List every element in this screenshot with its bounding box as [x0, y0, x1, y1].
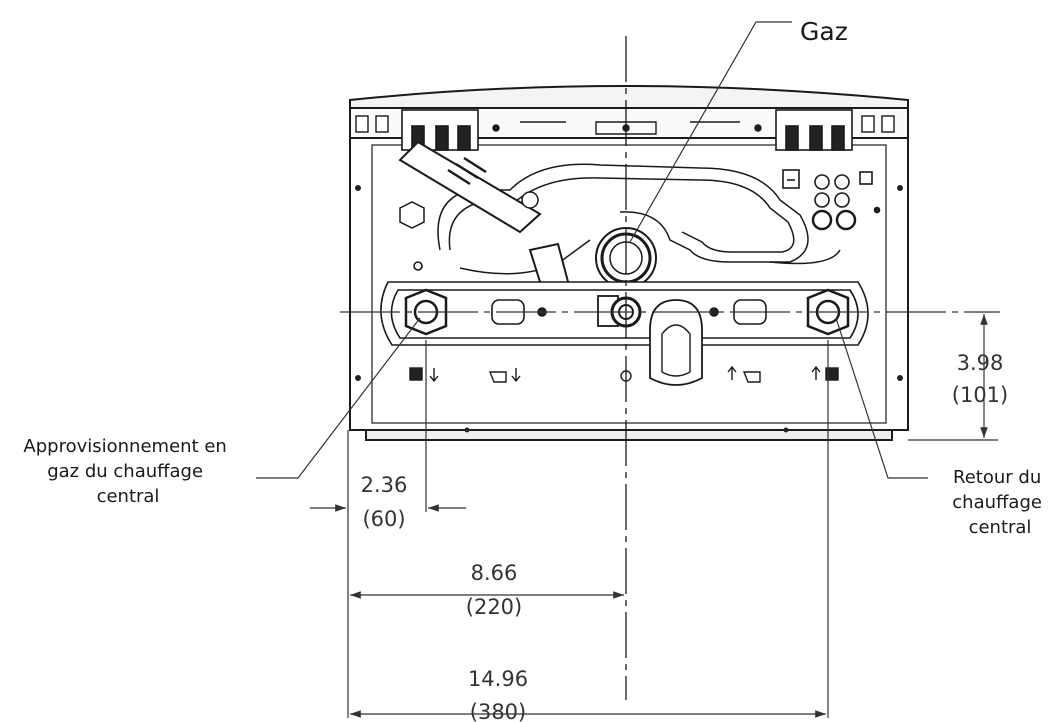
unit-lid: [349, 85, 909, 112]
leader-lines: [256, 21, 928, 479]
dim-total-text: 14.96 (380): [468, 667, 528, 722]
svg-text:(380): (380): [470, 700, 526, 722]
left-hinge: [401, 109, 479, 151]
return-label: Retour du chauffage central: [952, 467, 1047, 538]
supply-label: Approvisionnement en gaz du chauffage ce…: [23, 436, 232, 507]
port-symbols: [409, 365, 839, 383]
svg-text:(101): (101): [952, 383, 1008, 407]
unit-base: [365, 429, 893, 441]
svg-text:2.36: 2.36: [361, 473, 408, 497]
svg-text:(220): (220): [466, 595, 522, 619]
dim-center-text: 8.66 (220): [466, 561, 522, 619]
unit-inner-frame: [371, 144, 887, 424]
dim-left-text: 2.36 (60): [361, 473, 408, 531]
dim-height-text: 3.98 (101): [952, 351, 1008, 407]
center-fitting: [597, 295, 642, 328]
drain-loop: [649, 299, 703, 386]
dimension-lines: [310, 311, 1000, 718]
svg-text:14.96: 14.96: [468, 667, 528, 691]
svg-text:(60): (60): [362, 507, 405, 531]
svg-text:3.98: 3.98: [957, 351, 1004, 375]
svg-text:8.66: 8.66: [471, 561, 518, 585]
mounting-screws: [355, 185, 903, 433]
right-hinge: [775, 109, 853, 151]
gas-label: Gaz: [800, 17, 848, 46]
right-panel-components: [782, 169, 881, 231]
hex-nut: [399, 201, 425, 229]
return-leader: [835, 317, 928, 479]
gas-leader: [629, 21, 792, 243]
boiler-unit: [349, 85, 909, 441]
supply-leader: [256, 317, 421, 479]
